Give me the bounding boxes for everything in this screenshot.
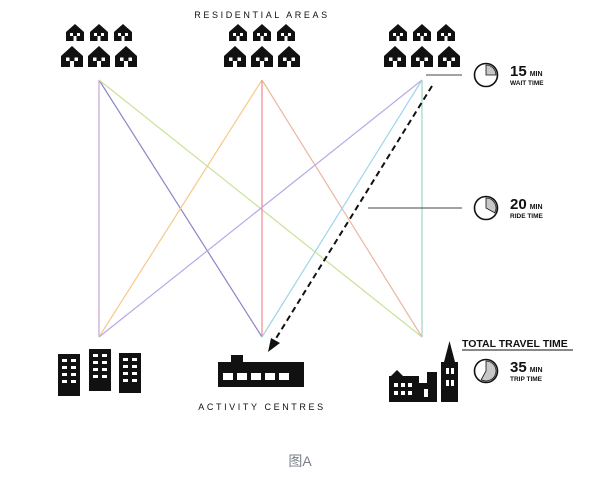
- figure-caption: 图A: [288, 453, 312, 469]
- apartment-buildings-icon: [58, 349, 141, 396]
- trip-time-label: TRIP TIME: [510, 376, 543, 383]
- house-cluster-icon: [384, 24, 460, 67]
- ride-time-stopwatch-icon: [473, 195, 499, 221]
- activity-centres-label: ACTIVITY CENTRES: [198, 402, 325, 412]
- route-line: [261, 79, 423, 338]
- trip-time-stopwatch-icon: [473, 358, 499, 384]
- city-skyline-icon: [389, 341, 458, 402]
- wait-time-stopwatch-icon: [473, 62, 499, 88]
- connection-lines: [98, 79, 423, 338]
- residential-areas-label: RESIDENTIAL AREAS: [194, 10, 329, 20]
- house-cluster-icon: [61, 24, 137, 67]
- wait-time-label: WAIT TIME: [510, 80, 544, 87]
- route-line: [98, 79, 263, 338]
- route-line: [98, 79, 423, 338]
- ride-time-label: RIDE TIME: [510, 213, 544, 220]
- trip-arrow: [268, 85, 433, 352]
- activity-centre-icon: [218, 355, 304, 387]
- total-travel-time-heading: TOTAL TRAVEL TIME: [462, 338, 568, 350]
- house-cluster-icon: [224, 24, 300, 67]
